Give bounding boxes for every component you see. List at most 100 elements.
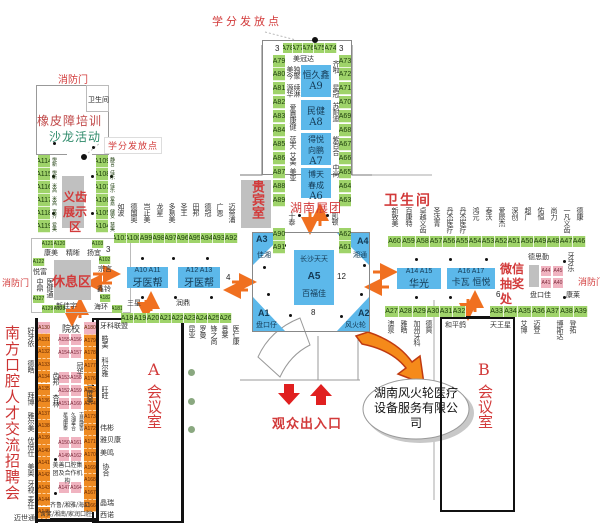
booth[interactable]: A33 (490, 306, 504, 317)
booth[interactable]: A19 (134, 313, 147, 323)
booth[interactable]: A150 (58, 436, 70, 449)
booth[interactable]: A37 (546, 306, 560, 317)
booth[interactable]: A90 (273, 228, 285, 241)
booth[interactable]: A92 (225, 233, 238, 243)
booth[interactable]: A67 (339, 138, 351, 151)
booth[interactable]: A122 (33, 258, 45, 266)
booth[interactable]: A105 (96, 207, 108, 220)
booth[interactable]: A155 (58, 333, 70, 346)
island-booth-a5[interactable]: 长沙天天 A5 百福佳 (294, 250, 334, 305)
booth[interactable]: A32 (453, 306, 466, 317)
island-booth[interactable]: 恒久鑫 A9 (301, 65, 331, 97)
booth[interactable]: A172 (84, 423, 96, 437)
booth[interactable]: A50 (521, 236, 534, 247)
booth[interactable]: A174 (84, 398, 96, 411)
booth[interactable]: A132 (38, 346, 50, 359)
booth[interactable]: A44 (540, 265, 552, 277)
booth[interactable]: A159 (70, 384, 82, 397)
booth[interactable]: A59 (402, 236, 416, 247)
booth[interactable]: A40 (552, 277, 564, 289)
booth[interactable]: A173 (84, 410, 96, 424)
booth[interactable]: A81 (273, 82, 285, 95)
booth[interactable]: A115 (38, 168, 50, 181)
booth[interactable]: A71 (339, 82, 351, 95)
booth[interactable]: A83 (273, 110, 285, 123)
booth[interactable]: A100 (127, 233, 140, 243)
booth[interactable]: A35 (518, 306, 532, 317)
booth[interactable]: A53 (482, 236, 495, 247)
booth[interactable]: A133 (38, 358, 50, 372)
booth[interactable]: A94 (201, 233, 213, 243)
booth[interactable]: A95 (189, 233, 201, 243)
booth[interactable]: A64 (339, 180, 351, 193)
booth[interactable]: A65 (339, 166, 351, 179)
island-booth-a12-a13[interactable]: A12 A13 牙医帮 (178, 267, 220, 289)
booth[interactable]: A23 (184, 313, 196, 323)
booth[interactable]: A135 (38, 383, 50, 396)
booth[interactable]: A58 (416, 236, 430, 247)
booth[interactable]: A138 (38, 420, 50, 433)
booth[interactable]: A70 (339, 96, 351, 109)
island-booth[interactable]: 得悦向鹏 A7 (301, 133, 331, 167)
booth[interactable]: A93 (213, 233, 225, 243)
booth[interactable]: A28 (399, 306, 413, 317)
booth[interactable]: A182 (100, 294, 111, 302)
booth[interactable]: A144 (38, 494, 50, 507)
booth[interactable]: A166 (84, 499, 96, 513)
booth[interactable]: A79 (273, 55, 285, 68)
booth[interactable]: A161 (70, 436, 82, 449)
booth[interactable]: A25 (208, 313, 220, 323)
booth[interactable]: A96 (177, 233, 189, 243)
island-booth-a10-a11[interactable]: A10 A11 牙医帮 (127, 267, 168, 289)
booth[interactable]: A142 (38, 469, 50, 482)
booth[interactable]: A30 (427, 306, 440, 317)
booth[interactable]: A20 (147, 313, 160, 323)
booth[interactable]: A116 (38, 181, 50, 194)
booth[interactable]: A76 (303, 43, 314, 53)
booth[interactable]: A98 (153, 233, 165, 243)
booth[interactable]: A131 (38, 334, 50, 347)
booth[interactable]: A26 (220, 313, 232, 323)
booth[interactable]: A153 (58, 371, 70, 384)
booth[interactable]: A84 (273, 124, 285, 137)
booth[interactable]: A80 (273, 68, 285, 81)
booth[interactable]: A160 (70, 397, 82, 410)
booth[interactable]: A139 (38, 432, 50, 445)
booth[interactable]: A104 (96, 220, 108, 233)
booth[interactable]: A102 (99, 256, 111, 264)
booth[interactable]: A176 (84, 372, 96, 386)
booth[interactable]: A55 (456, 236, 469, 247)
booth[interactable]: A87 (273, 166, 285, 179)
booth[interactable]: A109 (96, 155, 108, 168)
booth[interactable]: A77 (293, 43, 303, 53)
booth[interactable]: A51 (508, 236, 521, 247)
booth[interactable]: A175 (84, 385, 96, 399)
booth[interactable]: A31 (440, 306, 453, 317)
booth[interactable]: A82 (273, 96, 285, 109)
booth[interactable]: A38 (560, 306, 574, 317)
booth[interactable]: A22 (172, 313, 184, 323)
booth[interactable]: A179 (84, 334, 96, 348)
booth[interactable]: A130 (38, 322, 50, 335)
booth[interactable]: A164 (70, 481, 82, 494)
booth[interactable]: A61 (339, 241, 351, 254)
booth[interactable]: A106 (96, 194, 108, 207)
booth[interactable]: A143 (38, 481, 50, 495)
booth[interactable]: A91 (273, 241, 285, 254)
booth[interactable]: A145 (38, 506, 50, 519)
booth[interactable]: A147 (58, 481, 70, 494)
booth[interactable]: A136 (38, 395, 50, 409)
booth[interactable]: A140 (38, 445, 50, 458)
booth[interactable]: A134 (38, 371, 50, 384)
booth[interactable]: A49 (534, 236, 547, 247)
island-booth[interactable]: 民健 A8 (301, 100, 331, 130)
island-booth[interactable]: 博天春成 A6 (301, 168, 331, 202)
booth[interactable]: A68 (339, 124, 351, 137)
booth[interactable]: A120 (54, 240, 66, 248)
booth[interactable]: A158 (70, 371, 82, 384)
booth[interactable]: A46 (573, 236, 586, 247)
booth[interactable]: A27 (385, 306, 399, 317)
booth[interactable]: A36 (532, 306, 546, 317)
booth[interactable]: A154 (58, 346, 70, 359)
booth[interactable]: A167 (84, 487, 96, 500)
